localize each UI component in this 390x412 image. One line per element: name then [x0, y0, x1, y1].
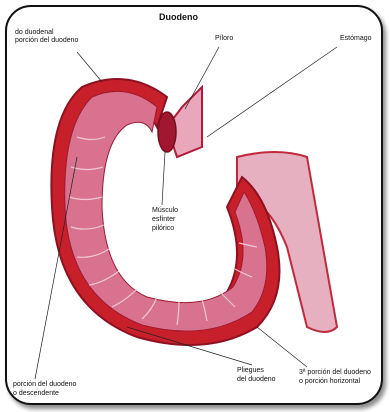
label-bottom-left-1: porción del duodeno [13, 381, 76, 389]
label-third-portion-1: 3ª porción del duodeno [299, 369, 371, 377]
label-folds-2: del duodeno [237, 376, 276, 384]
label-top-left-2: porción del duodeno [15, 37, 78, 45]
duodenum-illustration [7, 7, 383, 405]
diagram-title: Duodeno [159, 12, 198, 22]
diagram-frame: Duodeno do duodenal porción del duodeno … [5, 5, 383, 405]
label-bottom-left-2: o descendente [13, 390, 59, 398]
label-pyloric: Píloro [215, 35, 233, 43]
label-sphincter-2: esfínter [152, 216, 175, 224]
label-top-left-1: do duodenal [15, 29, 54, 37]
label-third-portion-2: o porción horizontal [299, 378, 360, 386]
label-folds-1: Pliegues [237, 367, 264, 375]
label-sphincter-1: Músculo [152, 207, 178, 215]
pyloric-sphincter [158, 112, 176, 152]
label-sphincter-3: pilórico [152, 225, 174, 233]
label-stomach: Estómago [340, 35, 372, 43]
